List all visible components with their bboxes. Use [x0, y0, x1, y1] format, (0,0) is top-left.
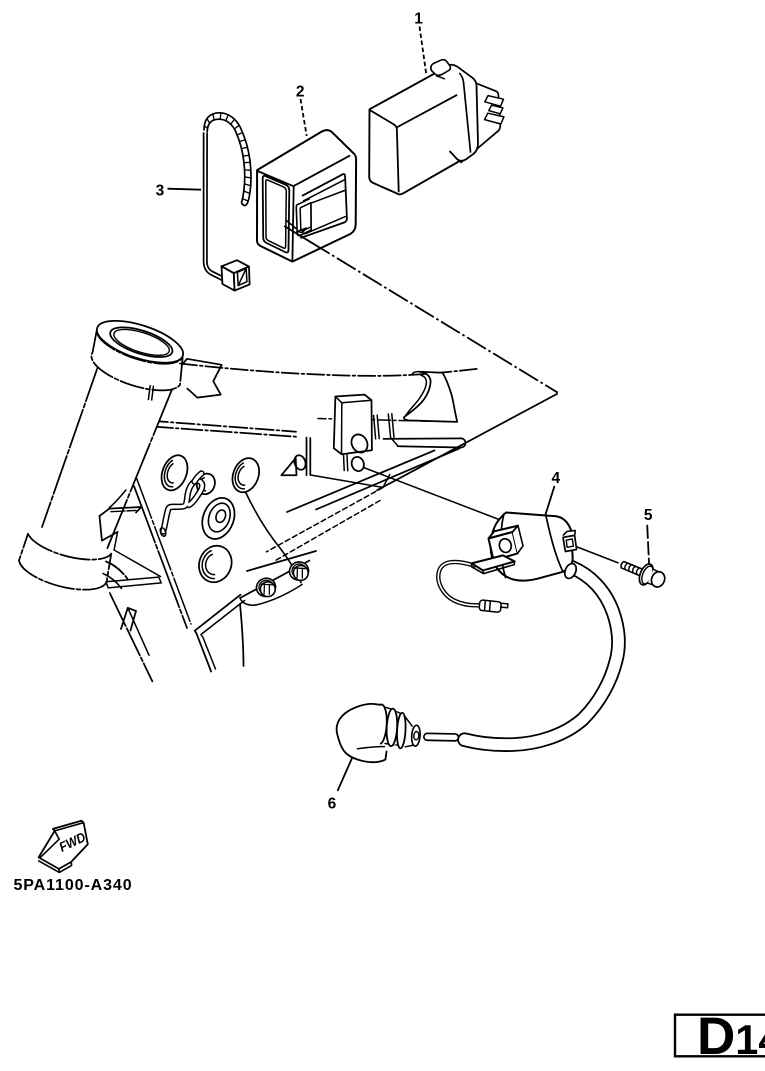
svg-text:5PA1100-A340: 5PA1100-A340 — [14, 877, 133, 894]
svg-text:6: 6 — [328, 795, 337, 812]
svg-text:4: 4 — [551, 470, 560, 487]
svg-text:5: 5 — [644, 507, 653, 524]
svg-text:1: 1 — [414, 10, 423, 27]
svg-text:2: 2 — [296, 83, 305, 100]
svg-text:3: 3 — [156, 182, 165, 199]
svg-text:D14: D14 — [697, 1007, 765, 1066]
